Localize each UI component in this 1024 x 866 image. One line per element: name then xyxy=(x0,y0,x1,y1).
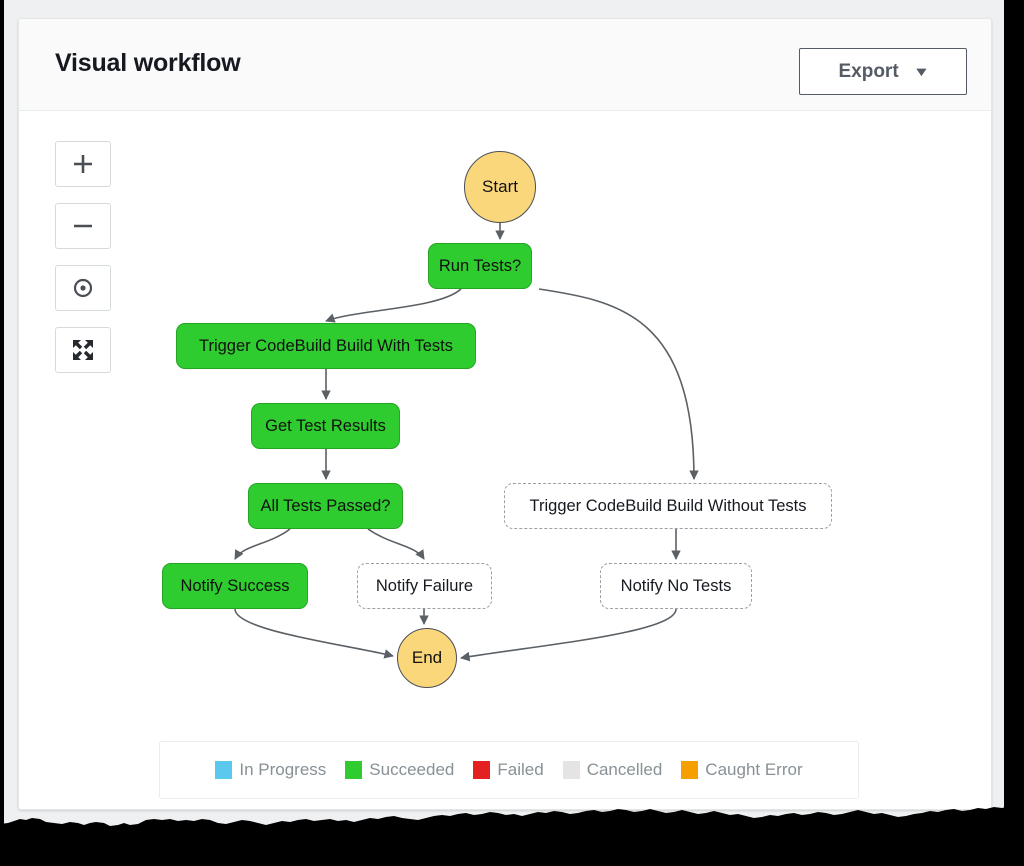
legend-item-caught-error: Caught Error xyxy=(681,760,803,780)
visual-workflow-card: Visual workflow Export ▼ xyxy=(18,18,992,810)
legend-label-succeeded: Succeeded xyxy=(369,760,455,779)
node-trigger-codebuild-build-with-tests[interactable]: Trigger CodeBuild Build With Tests xyxy=(176,323,476,369)
node-notify-no-tests[interactable]: Notify No Tests xyxy=(600,563,752,609)
node-end[interactable]: End xyxy=(397,628,457,688)
legend-swatch-succeeded xyxy=(345,761,363,779)
legend-item-failed: Failed xyxy=(473,760,544,780)
node-all-tests-passed[interactable]: All Tests Passed? xyxy=(248,483,403,529)
edge-run-tests-trigger-with xyxy=(325,288,462,323)
legend-swatch-in-progress xyxy=(215,761,233,779)
workflow-graph[interactable]: Start Run Tests? Trigger CodeBuild Build… xyxy=(19,111,991,809)
edge-run-tests-trigger-without xyxy=(538,288,699,480)
zoom-out-button[interactable] xyxy=(55,203,111,249)
legend-label-cancelled: Cancelled xyxy=(586,760,663,779)
legend-item-cancelled: Cancelled xyxy=(562,760,663,780)
legend-swatch-cancelled xyxy=(562,761,580,779)
center-graph-button[interactable] xyxy=(55,265,111,311)
legend-swatch-failed xyxy=(473,761,491,779)
edge-notify-success-end xyxy=(234,608,394,659)
node-run-tests[interactable]: Run Tests? xyxy=(428,243,532,289)
legend-label-caught-error: Caught Error xyxy=(705,760,803,779)
node-get-test-results[interactable]: Get Test Results xyxy=(251,403,400,449)
legend-label-failed: Failed xyxy=(497,760,544,779)
zoom-toolbar xyxy=(55,141,111,373)
fit-screen-icon xyxy=(70,337,96,363)
graph-body: Start Run Tests? Trigger CodeBuild Build… xyxy=(19,111,991,809)
chevron-down-icon: ▼ xyxy=(912,64,930,79)
card-header: Visual workflow Export ▼ xyxy=(19,19,991,111)
zoom-in-button[interactable] xyxy=(55,141,111,187)
zoom-in-icon xyxy=(70,151,96,177)
edge-layer xyxy=(234,223,699,662)
zoom-out-icon xyxy=(70,213,96,239)
fit-to-screen-button[interactable] xyxy=(55,327,111,373)
node-notify-success[interactable]: Notify Success xyxy=(162,563,308,609)
export-button[interactable]: Export ▼ xyxy=(799,48,967,95)
console-page: Visual workflow Export ▼ xyxy=(4,0,1004,836)
edge-all-passed-notify-success xyxy=(234,528,291,560)
edge-notify-no-tests-end xyxy=(460,608,677,662)
page-title: Visual workflow xyxy=(55,49,241,77)
export-button-label: Export xyxy=(838,60,899,82)
status-legend: In Progress Succeeded Failed Cancelled C… xyxy=(159,741,859,799)
legend-swatch-caught-error xyxy=(681,761,699,779)
center-target-icon xyxy=(70,275,96,301)
node-notify-failure[interactable]: Notify Failure xyxy=(357,563,492,609)
edge-all-passed-notify-failure xyxy=(367,528,425,560)
node-start[interactable]: Start xyxy=(464,151,536,223)
node-trigger-codebuild-build-without-tests[interactable]: Trigger CodeBuild Build Without Tests xyxy=(504,483,832,529)
legend-item-in-progress: In Progress xyxy=(215,760,326,780)
legend-label-in-progress: In Progress xyxy=(239,760,327,779)
legend-item-succeeded: Succeeded xyxy=(345,760,454,780)
